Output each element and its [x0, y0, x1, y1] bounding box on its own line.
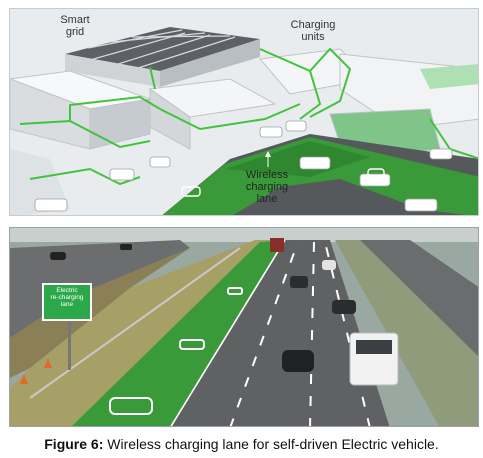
charging-units-label: Charging units	[290, 19, 336, 43]
figure-caption: Figure 6: Wireless charging lane for sel…	[0, 436, 483, 452]
illustration-graphic	[10, 9, 478, 215]
motorway-photo: Electric re-charging lane	[9, 227, 479, 427]
smart-grid-label: Smart grid	[60, 14, 90, 38]
caption-text: Wireless charging lane for self-driven E…	[103, 436, 439, 452]
caption-prefix: Figure 6:	[44, 436, 104, 452]
smart-grid-illustration: Smart grid Charging units Wireless charg…	[9, 8, 479, 216]
electric-recharging-lane-sign: Electric re-charging lane	[42, 283, 92, 321]
motorway-graphic	[10, 228, 478, 426]
wireless-lane-label: Wireless charging lane	[245, 169, 289, 205]
